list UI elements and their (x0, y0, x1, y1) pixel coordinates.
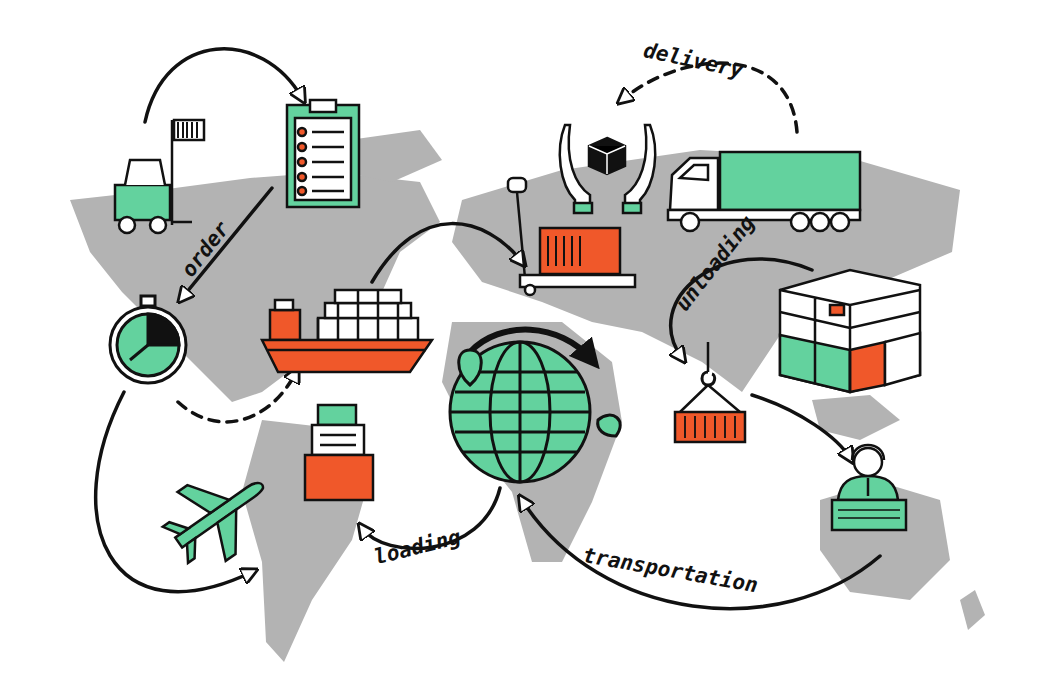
truck-icon (668, 152, 860, 231)
globe-icon (450, 342, 620, 482)
operator-icon (832, 445, 906, 530)
clipboard-icon (287, 100, 359, 207)
arrow-label: transportation (581, 545, 759, 596)
stacked-crates-icon (305, 405, 373, 500)
arrow-label: delivery (642, 40, 745, 82)
arrow-label: loading (372, 527, 463, 569)
airplane-icon (151, 450, 286, 579)
stopwatch-icon (110, 296, 186, 383)
crane-hook-icon (675, 342, 745, 442)
forklift-icon (115, 120, 204, 233)
container-stack-icon (780, 270, 920, 392)
world-map (70, 130, 985, 662)
hands-with-box-icon (560, 125, 655, 213)
flow-arrows (96, 49, 880, 609)
cargo-ship-icon (262, 290, 432, 372)
